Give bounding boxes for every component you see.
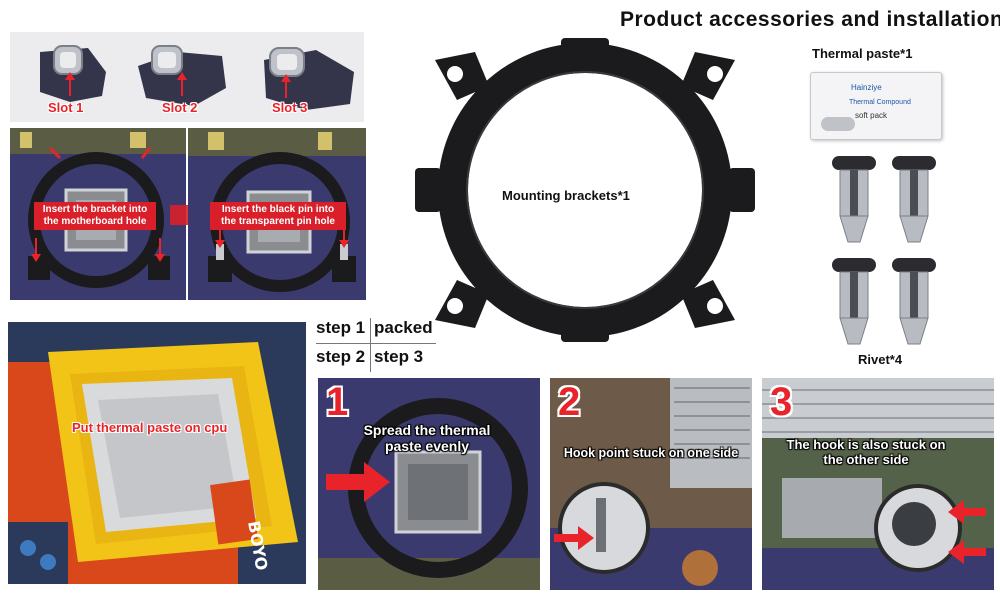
steps-table-vline — [370, 318, 371, 372]
rivet-icon — [892, 156, 936, 243]
steps-table: step 1 packed step 2 step 3 — [316, 318, 438, 372]
slot-photo-2: Slot 2 — [118, 32, 236, 122]
step-2-image — [550, 378, 752, 590]
rivet-icon — [832, 156, 876, 243]
step-2-caption: Hook point stuck on one side — [563, 446, 739, 460]
mount-photo-right: Insert the black pin into the transparen… — [188, 128, 366, 300]
slot-3-image — [236, 32, 364, 122]
cpu-socket-image: BOYO — [8, 322, 306, 584]
paste-on-cpu-caption: Put thermal paste on cpu — [72, 420, 228, 435]
steps-table-r1c1: step 1 — [316, 318, 366, 337]
step-3-photo: 3 The hook is also stuck on the other si… — [762, 378, 994, 590]
thermal-paste-pack: Hainziye Thermal Compound soft pack — [810, 72, 942, 140]
step-1-image — [318, 378, 540, 590]
slot-photo-1: Slot 1 — [10, 32, 118, 122]
cpu-paste-photo: BOYO Put thermal paste on cpu — [8, 322, 306, 584]
paste-pack-line2: soft pack — [855, 111, 888, 120]
steps-table-r1c2: packed — [374, 318, 433, 337]
rivet-icon — [892, 258, 936, 345]
paste-blob — [821, 117, 855, 131]
slot-1-image — [10, 32, 118, 122]
slot-2-image — [118, 32, 236, 122]
slot-3-label: Slot 3 — [272, 100, 308, 115]
step-1-number: 1 — [326, 380, 349, 424]
steps-table-r2c1: step 2 — [316, 347, 366, 366]
rivet-label: Rivet*4 — [858, 352, 903, 367]
mount-left-caption: Insert the bracket into the motherboard … — [34, 202, 156, 230]
mounting-bracket-image — [415, 38, 755, 342]
steps-table-hline — [316, 343, 436, 344]
page-title: Product accessories and installation — [620, 8, 1000, 31]
rivet-icon — [832, 258, 876, 345]
mount-photo-left: Insert the bracket into the motherboard … — [10, 128, 186, 300]
steps-table-r2c2: step 3 — [374, 347, 424, 366]
paste-pack-brand: Hainziye — [851, 83, 882, 92]
thermal-paste-label: Thermal paste*1 — [812, 46, 913, 61]
slot-photo-3: Slot 3 — [236, 32, 364, 122]
slot-1-label: Slot 1 — [48, 100, 84, 115]
slot-2-label: Slot 2 — [162, 100, 198, 115]
step-1-photo: 1 Spread the thermal paste evenly — [318, 378, 540, 590]
step-2-photo: 2 Hook point stuck on one side — [550, 378, 752, 590]
mounting-brackets-label: Mounting brackets*1 — [502, 188, 630, 203]
step-2-number: 2 — [558, 380, 581, 424]
step-3-image — [762, 378, 994, 590]
step-1-caption: Spread the thermal paste evenly — [363, 422, 491, 455]
step-3-caption: The hook is also stuck on the other side — [786, 437, 946, 467]
step-3-number: 3 — [770, 380, 793, 424]
mount-right-caption: Insert the black pin into the transparen… — [210, 202, 346, 230]
paste-pack-line1: Thermal Compound — [849, 99, 911, 106]
